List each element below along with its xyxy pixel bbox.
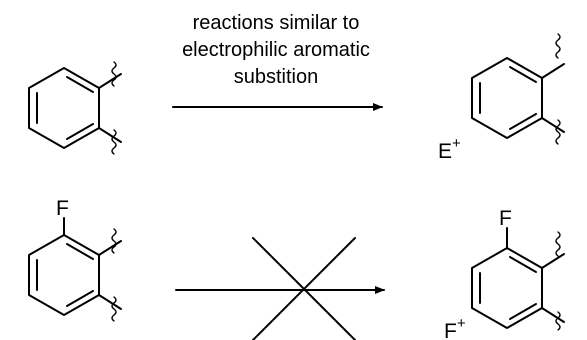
fluorine-label-product: F — [499, 207, 512, 230]
condition-line-3: substition — [234, 66, 319, 88]
product-bottom-benzene — [471, 227, 565, 329]
reaction-arrow-bottom-crossed — [175, 237, 385, 340]
electrophile-label-bottom: F+ — [444, 315, 466, 340]
cross-line-2 — [252, 237, 356, 340]
reactant-bottom-wavy-bonds — [111, 228, 117, 322]
reactant-top-benzene — [28, 67, 122, 149]
electrophile-label-top: E+ — [438, 135, 461, 163]
fluorine-label-reactant: F — [56, 197, 69, 220]
condition-line-1: reactions similar to — [193, 12, 360, 34]
condition-line-2: electrophilic aromatic — [182, 39, 370, 61]
reactant-bottom-benzene — [28, 217, 122, 316]
product-top-wavy-bonds — [555, 33, 561, 145]
reactant-top-wavy-bonds — [111, 61, 117, 155]
product-bottom-wavy-bonds — [555, 231, 561, 331]
reaction-conditions: reactions similar to electrophilic aroma… — [182, 12, 370, 88]
product-top-benzene — [471, 57, 565, 139]
